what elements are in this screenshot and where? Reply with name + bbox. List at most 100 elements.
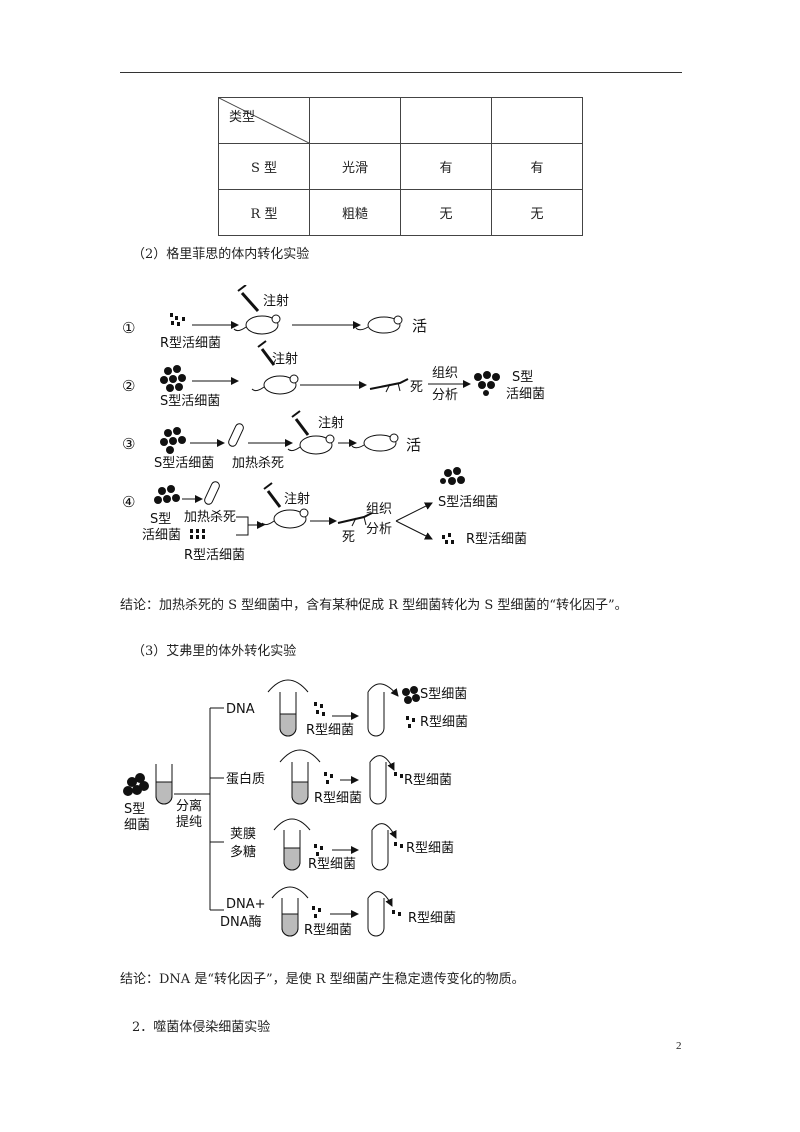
- conclusion-2: 结论：DNA 是“转化因子”，是使 R 型细菌产生稳定遗传变化的物质。: [120, 972, 525, 987]
- label-r-live: R型活细菌: [184, 548, 245, 563]
- dead-mouse-icon: [369, 378, 409, 393]
- r-bacteria-icon: [314, 702, 325, 716]
- label-inject: 注射: [318, 415, 344, 431]
- test-tube-icon: [371, 823, 397, 871]
- test-tube-icon: [273, 818, 311, 871]
- label-r-bacteria: R型细菌: [308, 857, 356, 872]
- syringe-icon: [257, 340, 276, 366]
- label-heat-killed: 加热杀死: [184, 510, 236, 525]
- label-inject: 注射: [284, 491, 310, 507]
- label-r-bacteria: R型细菌: [304, 923, 352, 938]
- table-cell: 无: [400, 189, 492, 236]
- table-cell: 无: [491, 189, 583, 236]
- label-alive: 活: [406, 436, 421, 454]
- label-bacteria: 细菌: [124, 818, 150, 833]
- table-cell: S 型: [218, 143, 310, 190]
- table-cell: 粗糙: [309, 189, 401, 236]
- label-r-live: R型活细菌: [466, 532, 527, 547]
- label-r-bacteria: R型细菌: [420, 715, 468, 730]
- s-bacteria-icon: [474, 371, 500, 396]
- label-s-live: S型活细菌: [160, 394, 220, 409]
- label-heat-killed: 加热杀死: [232, 456, 284, 471]
- mouse-icon: [251, 374, 299, 395]
- r-bacteria-icon: [442, 533, 454, 544]
- table-cell: R 型: [218, 189, 310, 236]
- corner-cell: 类型: [218, 97, 310, 144]
- label-tissue: 组织: [432, 366, 458, 381]
- label-tissue: 组织: [366, 502, 392, 517]
- griffith-diagram: ① R型活细菌 注射 活 ② S型活细菌 注射 死 组织 分析 S型 活细菌 ③…: [122, 285, 545, 563]
- test-tube-icon: [228, 423, 244, 447]
- label-r-bacteria: R型细菌: [404, 773, 452, 788]
- label-r-bacteria: R型细菌: [306, 723, 354, 738]
- test-tube-icon: [204, 481, 220, 505]
- label-s-type: S型: [512, 370, 533, 385]
- diagonal-line: [219, 98, 309, 143]
- section-heading: 2．噬菌体侵染细菌实验: [132, 1020, 271, 1035]
- step-number-2: ②: [122, 377, 135, 395]
- s-bacteria-icon: [160, 427, 186, 454]
- corner-label: 类型: [229, 110, 256, 125]
- table-cell: 有: [491, 143, 583, 190]
- mouse-icon: [355, 315, 403, 334]
- mouse-icon: [261, 508, 309, 529]
- label-purify: 提纯: [176, 814, 202, 830]
- bracket: [236, 516, 249, 536]
- test-tube-icon: [367, 891, 393, 937]
- label-dead: 死: [410, 380, 423, 395]
- label-alive: 活: [412, 317, 427, 335]
- r-bacteria-icon: [314, 844, 323, 856]
- syringe-icon: [291, 410, 310, 436]
- step-number-1: ①: [122, 319, 135, 337]
- label-analysis: 分析: [366, 522, 392, 537]
- source-test-tube: [155, 764, 173, 805]
- step-number-3: ③: [122, 435, 135, 453]
- s-bacteria-icon: [154, 485, 180, 504]
- conclusion-1: 结论：加热杀死的 S 型细菌中，含有某种促成 R 型细菌转化为 S 型细菌的“转…: [120, 598, 628, 613]
- header-rule: [120, 72, 682, 73]
- mouse-icon: [351, 433, 399, 452]
- label-dnase: DNA酶: [220, 914, 262, 930]
- r-bacteria-icon: [394, 842, 403, 848]
- s-bacteria-cluster-icon: [123, 773, 149, 796]
- table-cell: 光滑: [309, 143, 401, 190]
- table-header-row: 类型: [218, 97, 583, 144]
- label-dna-plus: DNA+: [226, 897, 266, 912]
- s-bacteria-icon: [160, 365, 186, 392]
- label-inject: 注射: [272, 351, 298, 367]
- mouse-icon: [233, 314, 281, 335]
- s-bacteria-cluster-icon: [402, 686, 420, 704]
- label-dead: 死: [342, 530, 355, 545]
- header-cell: [309, 97, 401, 144]
- label-live-bacteria: 活细菌: [506, 387, 545, 402]
- avery-diagram: S型 细菌 分离 提纯 DNA R型细菌 S型细菌 R型细菌 蛋白质 R型细菌 …: [123, 679, 468, 938]
- r-bacteria-icon: [324, 772, 333, 784]
- table-row: S 型 光滑 有 有: [218, 143, 583, 190]
- label-r-bacteria: R型细菌: [314, 791, 362, 806]
- label-separate: 分离: [176, 798, 202, 814]
- step-number-4: ④: [122, 493, 135, 511]
- section-2-title: （2）格里菲思的体内转化实验: [132, 247, 310, 262]
- comparison-table: 类型 S 型 光滑 有 有 R 型 粗糙 无 无: [218, 97, 583, 236]
- page-number: 2: [676, 1040, 682, 1052]
- label-s-live: S型活细菌: [154, 456, 214, 471]
- table-cell: 有: [400, 143, 492, 190]
- test-tube-icon: [271, 886, 309, 937]
- label-protein: 蛋白质: [226, 771, 265, 787]
- label-r-bacteria: R型细菌: [408, 911, 456, 926]
- test-tube-icon: [369, 755, 395, 805]
- mouse-icon: [287, 434, 335, 455]
- label-capsule: 荚膜: [230, 827, 256, 842]
- label-live-bacteria: 活细菌: [142, 528, 181, 543]
- test-tube-icon: [367, 683, 399, 737]
- label-dna: DNA: [226, 702, 255, 717]
- test-tube-icon: [279, 749, 321, 805]
- label-s-type: S型: [150, 512, 171, 527]
- section-3-title: （3）艾弗里的体外转化实验: [132, 644, 297, 659]
- table-row: R 型 粗糙 无 无: [218, 189, 583, 236]
- arrow: [395, 520, 433, 540]
- syringe-icon: [263, 482, 282, 508]
- header-cell: [400, 97, 492, 144]
- label-inject: 注射: [263, 293, 289, 309]
- test-tube-icon: [267, 679, 309, 737]
